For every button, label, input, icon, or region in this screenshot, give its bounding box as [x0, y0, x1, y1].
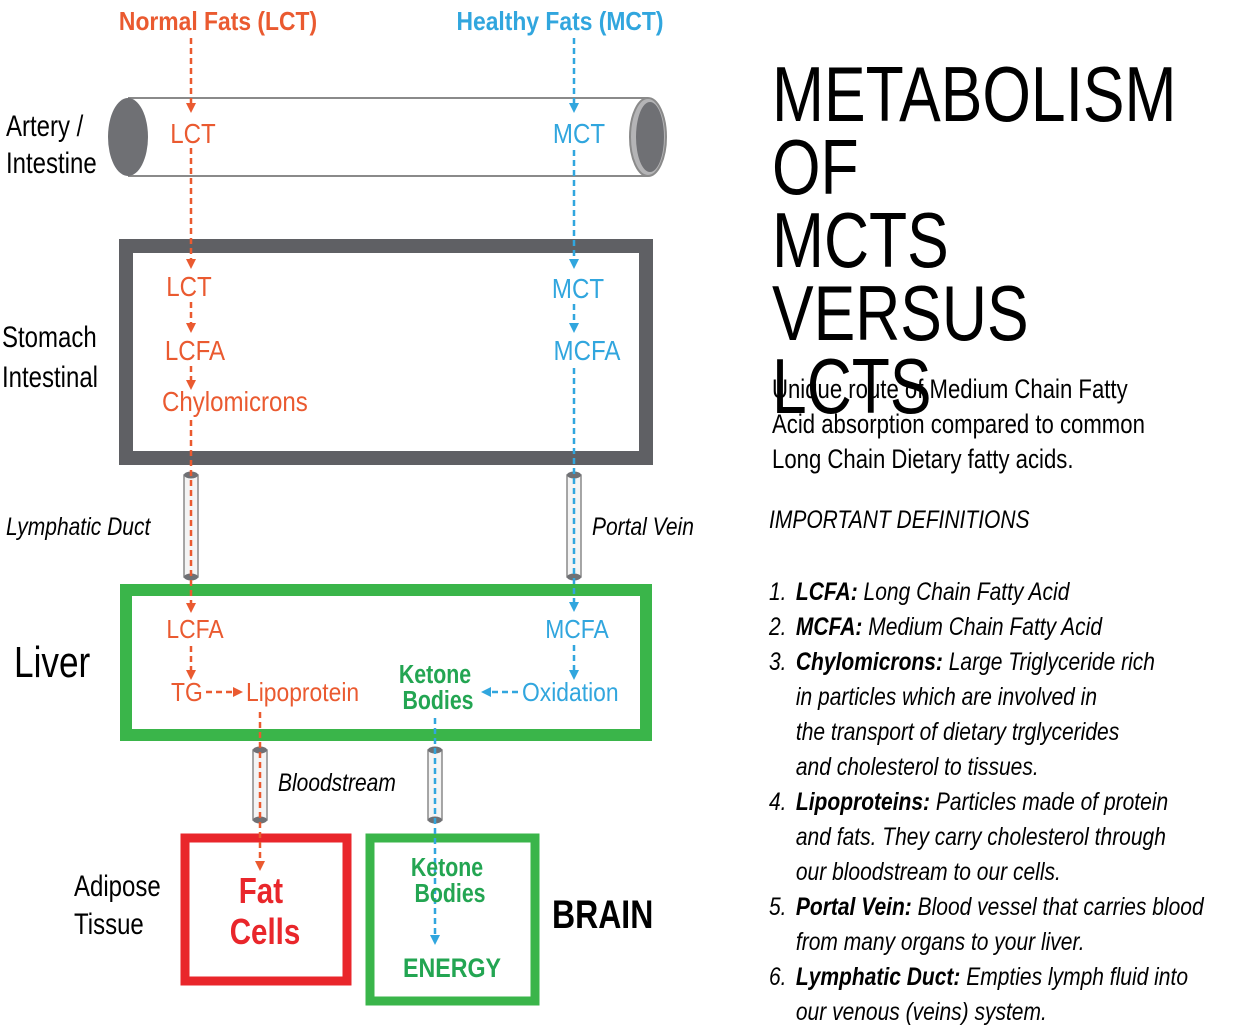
stomach-box: [119, 239, 653, 465]
portal-vein-label: Portal Vein: [592, 512, 694, 540]
stomach-lcfa: LCFA: [165, 334, 226, 366]
artery-label: Artery / Intestine: [6, 108, 97, 179]
title-line: METABOLISM OF: [772, 50, 1177, 211]
subtitle-line: Acid absorption compared to common: [772, 409, 1145, 439]
definition-term: Chylomicrons:: [795, 648, 943, 676]
definition-item: 1. LCFA: Long Chain Fatty Acid: [769, 575, 1256, 610]
definition-term: Lipoproteins:: [795, 788, 931, 816]
title-block: METABOLISM OF MCTS VERSUS LCTS: [772, 50, 1252, 430]
artery-tube: [108, 97, 667, 177]
stomach-mct: MCT: [552, 272, 604, 304]
definition-text: Medium Chain Fatty Acid: [862, 613, 1103, 641]
definition-item: 3. Chylomicrons: Large Triglyceride rich…: [769, 645, 1256, 785]
lct-flow-lines: [186, 38, 265, 871]
liver-label: Liver: [14, 638, 90, 687]
definition-text: and fats. They carry cholesterol through: [795, 823, 1166, 851]
definition-term: Portal Vein:: [795, 893, 912, 921]
definition-item: 4. Lipoproteins: Particles made of prote…: [769, 785, 1256, 890]
subtitle-line: Unique route of Medium Chain Fatty: [772, 374, 1128, 404]
stomach-lct: LCT: [166, 270, 212, 302]
definition-text: Large Triglyceride rich: [942, 648, 1155, 676]
bloodstream-label: Bloodstream: [278, 768, 396, 796]
definition-text: our bloodstream to our cells.: [795, 858, 1061, 886]
definition-item: 2. MCFA: Medium Chain Fatty Acid: [769, 610, 1256, 645]
artery-mct: MCT: [553, 117, 605, 149]
subtitle: Unique route of Medium Chain Fatty Acid …: [772, 372, 1260, 477]
definitions-list: 1. LCFA: Long Chain Fatty Acid 2. MCFA: …: [769, 575, 1256, 1030]
definition-text: in particles which are involved in: [795, 683, 1098, 711]
liver-ketone-bodies: Ketone Bodies: [399, 660, 477, 716]
portal-vein-tube: [566, 471, 582, 581]
definition-number: 2.: [769, 613, 787, 641]
definition-text: our venous (veins) system.: [795, 998, 1047, 1026]
brain-box: [365, 833, 540, 1006]
artery-lct: LCT: [170, 117, 216, 149]
liver-mcfa: MCFA: [545, 616, 609, 645]
stomach-mcfa: MCFA: [554, 334, 621, 366]
brain-label: BRAIN: [552, 892, 653, 937]
title-line: VERSUS: [772, 269, 1029, 357]
definition-text: from many organs to your liver.: [795, 928, 1085, 956]
subtitle-line: Long Chain Dietary fatty acids.: [772, 444, 1074, 474]
lymphatic-duct-label: Lymphatic Duct: [6, 512, 152, 540]
liver-lipoprotein: Lipoprotein: [246, 679, 359, 708]
definitions-heading: IMPORTANT DEFINITIONS: [769, 506, 1030, 534]
fat-cells-label: Fat Cells: [230, 870, 301, 951]
mct-flow-lines: [430, 38, 579, 945]
adipose-label: Adipose Tissue: [74, 868, 167, 940]
definition-number: 5.: [769, 893, 787, 921]
liver-box: [120, 584, 652, 741]
definition-text: Particles made of protein: [930, 788, 1169, 816]
liver-oxidation: Oxidation: [522, 679, 619, 708]
definition-text: and cholesterol to tissues.: [795, 753, 1039, 781]
definition-text: Blood vessel that carries blood: [911, 893, 1204, 921]
definition-term: MCFA:: [795, 613, 863, 641]
title-line: LCTS: [772, 342, 932, 430]
mct-source-label: Healthy Fats (MCT): [456, 8, 663, 37]
title-line: MCTS: [772, 196, 949, 284]
brain-energy: ENERGY: [403, 953, 501, 983]
liver-tg: TG: [171, 679, 203, 708]
definition-term: Lymphatic Duct:: [795, 963, 961, 991]
liver-lcfa: LCFA: [166, 616, 224, 645]
adipose-box: [180, 833, 352, 986]
definition-item: 5. Portal Vein: Blood vessel that carrie…: [769, 890, 1256, 960]
definition-number: 4.: [769, 788, 787, 816]
stomach-chylomicrons: Chylomicrons: [162, 385, 308, 417]
metabolism-diagram: Normal Fats (LCT) Healthy Fats (MCT): [2, 8, 694, 1006]
definition-number: 3.: [769, 648, 787, 676]
lct-source-label: Normal Fats (LCT): [119, 8, 317, 37]
definition-number: 1.: [769, 578, 787, 606]
stomach-label: Stomach Intestinal: [2, 319, 103, 393]
definition-item: 6. Lymphatic Duct: Empties lymph fluid i…: [769, 960, 1256, 1030]
definition-text: Long Chain Fatty Acid: [857, 578, 1070, 606]
page-title: METABOLISM OF MCTS VERSUS LCTS: [772, 50, 1252, 430]
bloodstream-tube-lct: [252, 746, 268, 824]
brain-ketone-bodies: Ketone Bodies: [411, 853, 489, 909]
definition-term: LCFA:: [795, 578, 858, 606]
definition-number: 6.: [769, 963, 787, 991]
definition-text: the transport of dietary trglycerides: [795, 718, 1120, 746]
definition-text: Empties lymph fluid into: [960, 963, 1189, 991]
